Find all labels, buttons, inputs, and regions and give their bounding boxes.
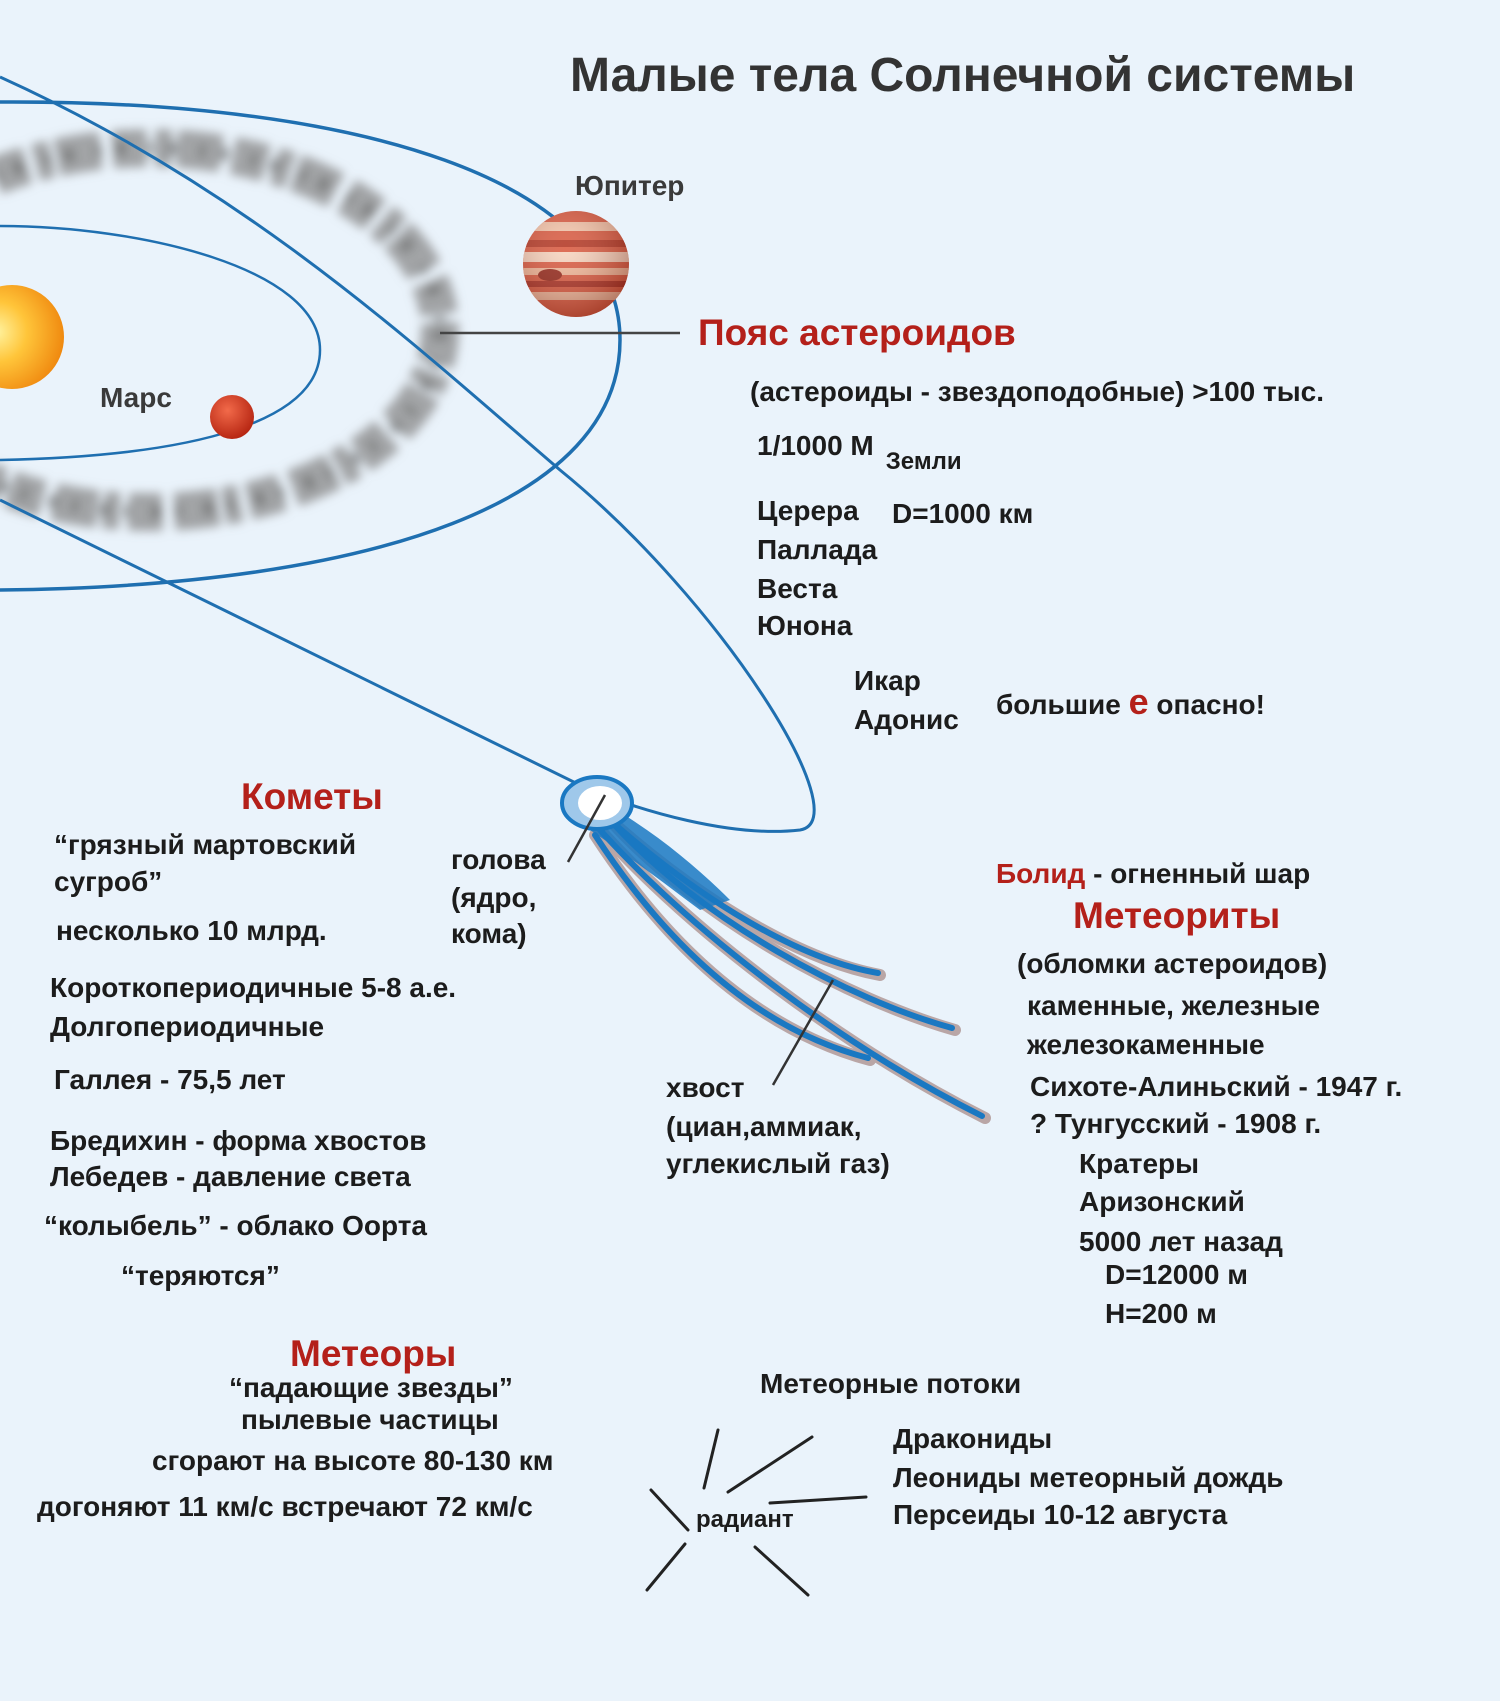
meteors-line-1: “падающие звезды” — [229, 1372, 513, 1403]
adonis-label: Адонис — [854, 704, 959, 735]
streams-line-1: Дракониды — [893, 1423, 1053, 1454]
comets-line-9: “колыбель” - облако Оорта — [44, 1210, 427, 1241]
asteroids-mass-main: 1/1000 М — [757, 430, 874, 461]
meteorites-line-7: Аризонский — [1079, 1186, 1245, 1217]
meteorites-line-9: D=12000 м — [1105, 1259, 1248, 1290]
comets-line-2: сугроб” — [54, 866, 163, 897]
comets-line-10: “теряются” — [121, 1260, 280, 1291]
comet-head-label-2: (ядро, — [451, 882, 537, 913]
comets-line-5: Долгопериодичные — [50, 1011, 325, 1042]
asteroids-heading: Пояс астероидов — [698, 312, 1016, 353]
comets-heading: Кометы — [241, 776, 383, 817]
meteors-line-4: догоняют 11 км/с встречают 72 км/с — [37, 1491, 533, 1522]
comets-line-3: несколько 10 млрд. — [56, 915, 327, 946]
danger-post: опасно! — [1156, 689, 1265, 720]
streams-line-3: Персеиды 10-12 августа — [893, 1499, 1228, 1530]
meteorites-line-6: Кратеры — [1079, 1148, 1200, 1179]
comet-tail-label-3: углекислый газ) — [666, 1148, 890, 1179]
radiant-rays — [645, 1428, 868, 1597]
comet-head-pointer — [566, 794, 607, 863]
jupiter-label: Юпитер — [575, 170, 685, 201]
meteors-line-2: пылевые частицы — [241, 1404, 499, 1435]
asteroid-belt — [0, 129, 459, 531]
meteorites-line-1: (обломки астероидов) — [1017, 948, 1328, 979]
meteorites-line-3: железокаменные — [1027, 1029, 1265, 1060]
jupiter-orbit — [0, 100, 622, 592]
meteorites-line-5: ? Тунгусский - 1908 г. — [1030, 1108, 1322, 1139]
juno-label: Юнона — [757, 610, 853, 641]
asteroids-mass-sub: Земли — [885, 448, 962, 475]
bolid-line: Болид - огненный шар — [996, 860, 1310, 888]
icarus-label: Икар — [854, 665, 921, 696]
comet-orbit — [0, 75, 816, 833]
sun — [0, 285, 64, 389]
meteors-heading: Метеоры — [290, 1333, 457, 1374]
radiant-label: радиант — [696, 1506, 794, 1533]
comets-line-1: “грязный мартовский — [54, 829, 357, 860]
jupiter-planet — [523, 211, 629, 317]
comet-tail-label-2: (циан,аммиак, — [666, 1111, 862, 1142]
comets-line-8: Лебедев - давление света — [50, 1161, 411, 1192]
comet-head-label-1: голова — [451, 844, 546, 875]
page-title: Малые тела Солнечной системы — [570, 49, 1356, 102]
ceres-diameter: D=1000 км — [892, 498, 1034, 529]
streams-line-2: Леониды метеорный дождь — [893, 1462, 1284, 1493]
danger-e: е — [1128, 681, 1149, 722]
asteroids-mass: 1/1000 М Земли — [757, 430, 962, 474]
comet — [560, 775, 991, 1124]
meteorites-heading: Метеориты — [1073, 895, 1281, 936]
vesta-label: Веста — [757, 573, 838, 604]
comets-line-6: Галлея - 75,5 лет — [54, 1064, 286, 1095]
streams-heading: Метеорные потоки — [760, 1368, 1022, 1399]
meteorites-line-10: H=200 м — [1105, 1298, 1217, 1329]
bolid-rest: - огненный шар — [1093, 858, 1311, 889]
danger-note: большие е опасно! — [996, 684, 1265, 720]
comet-head-label-3: кома) — [451, 918, 527, 949]
mars-label: Марс — [100, 382, 172, 413]
mars-orbit — [0, 224, 322, 462]
meteorites-line-8: 5000 лет назад — [1079, 1226, 1283, 1257]
comets-line-4: Короткопериодичные 5-8 а.е. — [50, 972, 457, 1003]
asteroids-line-1: (астероиды - звездоподобные) >100 тыс. — [750, 376, 1325, 407]
mars-planet — [210, 395, 254, 439]
comet-tail-label-1: хвост — [666, 1072, 745, 1103]
bolid-word: Болид — [996, 858, 1086, 889]
danger-pre: большие — [996, 689, 1121, 720]
pallas-label: Паллада — [757, 534, 878, 565]
ceres-label: Церера — [757, 495, 859, 526]
meteorites-line-4: Сихоте-Алиньский - 1947 г. — [1030, 1071, 1403, 1102]
comet-tail-pointer — [771, 979, 835, 1086]
comets-line-7: Бредихин - форма хвостов — [50, 1125, 427, 1156]
meteorites-line-2: каменные, железные — [1027, 990, 1321, 1021]
meteors-line-3: сгорают на высоте 80-130 км — [152, 1445, 554, 1476]
